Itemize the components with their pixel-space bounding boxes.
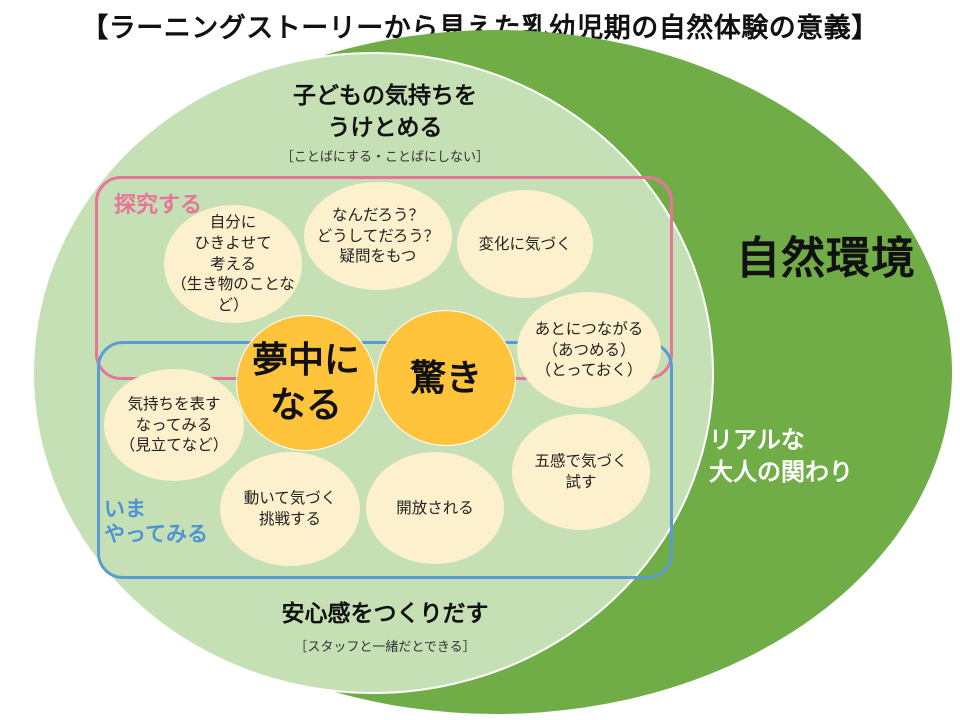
bubble-express-feelings: 気持ちを表す なってみる （見立てなど） <box>104 369 244 481</box>
bubble-five-senses: 五感で気づく 試す <box>512 414 650 530</box>
bottom-note: ［スタッフと一緒だとできる］ <box>294 640 476 655</box>
bubble-notice-change: 変化に気づく <box>457 190 593 298</box>
nature-environment-label: 自然環境 <box>736 233 916 284</box>
core-immersed: 夢中に なる <box>236 315 376 451</box>
bottom-heading: 安心感をつくりだす <box>281 601 489 627</box>
top-note: ［ことばにする・ことばにしない］ <box>280 150 490 165</box>
try-now-label: いま やってみる <box>104 497 208 547</box>
real-adults-label: リアルな 大人の関わり <box>709 426 853 487</box>
bubble-relate-to-self: 自分に ひきよせて 考える （生き物のことなど） <box>164 205 302 323</box>
bubble-question: なんだろう？ どうしてだろう？ 疑問をもつ <box>304 182 452 290</box>
top-heading: 子どもの気持ちを うけとめる <box>293 83 477 142</box>
bubble-connect-later: あとにつながる （あつめる） （とっておく） <box>517 292 661 408</box>
core-wonder: 驚き <box>376 310 516 446</box>
bubble-released: 開放される <box>366 452 504 564</box>
bubble-move-and-challenge: 動いて気づく 挑戦する <box>220 452 360 566</box>
